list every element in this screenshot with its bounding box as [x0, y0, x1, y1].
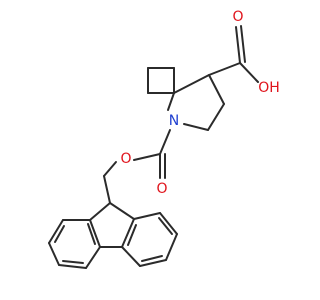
background [0, 0, 300, 300]
bond [141, 255, 163, 262]
atom-labels: OH O N O O [120, 9, 279, 197]
bond [159, 212, 178, 235]
molecule-diagram: OH O N O O [0, 0, 300, 300]
bond [62, 260, 84, 264]
bond [87, 223, 96, 245]
bond [85, 246, 101, 269]
bond [167, 92, 175, 111]
bond [109, 202, 135, 220]
bond [48, 242, 60, 266]
bond [89, 202, 111, 221]
bond [207, 103, 225, 131]
bond [121, 218, 135, 248]
bond [165, 233, 178, 261]
atom-label-oh: OH [258, 80, 280, 96]
bond [235, 26, 241, 64]
bond [89, 219, 101, 248]
bond [58, 264, 87, 269]
bond [127, 224, 137, 246]
bond [208, 74, 225, 105]
bond [159, 129, 171, 155]
bond [54, 225, 65, 243]
bond [48, 219, 64, 244]
bond [208, 62, 241, 76]
bond [239, 62, 259, 83]
bond [183, 123, 209, 131]
bond [103, 175, 111, 204]
bond [133, 212, 161, 220]
bond [173, 74, 210, 94]
structure-svg: OH O N O O [0, 0, 300, 300]
atom-label-ester-o: O [120, 151, 131, 167]
bond [133, 153, 161, 161]
bond [158, 217, 173, 235]
atom-label-carbamate-o: O [156, 181, 167, 197]
bond [240, 25, 246, 63]
bond [121, 246, 141, 267]
bond [103, 161, 117, 177]
atom-label-nitrogen: N [169, 113, 179, 129]
bond [139, 259, 167, 267]
bonds [48, 25, 259, 269]
atom-label-carboxyl-o: O [232, 9, 243, 25]
